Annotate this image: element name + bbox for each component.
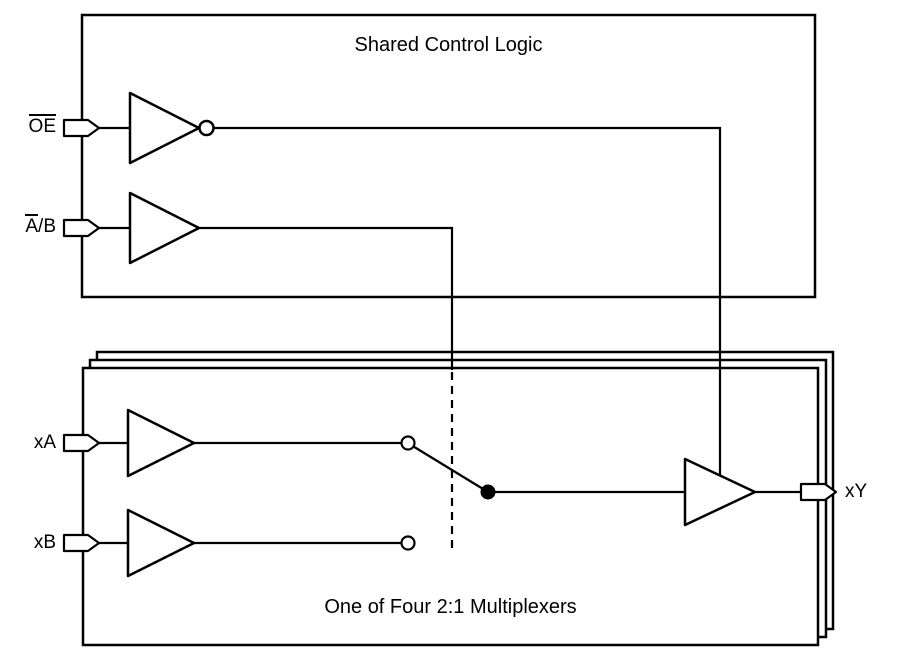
ab-overline-text: A <box>25 214 39 237</box>
xy-output-label: xY <box>845 481 868 502</box>
oe-inverter <box>128 91 201 165</box>
ab-input-label: A/B <box>8 214 56 239</box>
xb-input-label: xB <box>33 532 56 553</box>
ab-buffer <box>128 191 201 265</box>
xb-buffer <box>126 508 196 578</box>
shared-control-title: Shared Control Logic <box>354 34 543 56</box>
oe-input-label: OE <box>8 114 56 139</box>
shared-control-box <box>80 13 817 299</box>
mux-box-title: One of Four 2:1 Multiplexers <box>324 596 577 618</box>
xa-buffer <box>126 408 196 478</box>
xy-output-pin <box>799 482 838 502</box>
switch-lever <box>412 445 489 493</box>
xa-input-label: xA <box>33 432 56 453</box>
ab-input-pin <box>62 218 101 238</box>
xa-switch-contact <box>400 435 416 451</box>
output-buffer <box>683 457 757 527</box>
xa-input-pin <box>62 433 101 453</box>
oe-enable-wire <box>213 126 722 476</box>
ab-plain-text: /B <box>38 216 56 237</box>
xb-input-pin <box>62 533 101 553</box>
oe-inverter-bubble <box>198 119 215 137</box>
oe-input-pin <box>62 118 101 138</box>
xb-switch-contact <box>400 535 416 551</box>
ab-select-wire <box>199 226 454 370</box>
oe-overline-text: OE <box>28 114 56 137</box>
